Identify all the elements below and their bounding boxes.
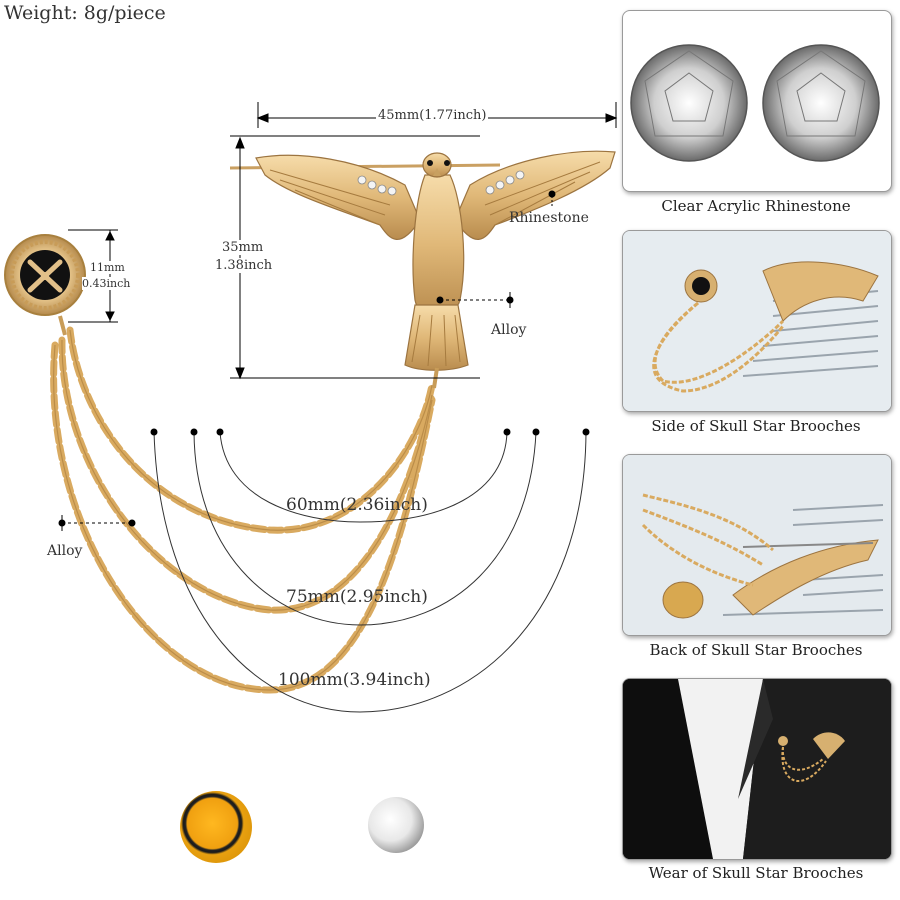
rhinestone-image <box>630 44 880 162</box>
alloy-chain-label: Alloy <box>47 543 83 559</box>
material-pointers <box>58 190 556 531</box>
rhinestone-caption: Clear Acrylic Rhinestone <box>661 197 851 215</box>
chain-medium <box>58 336 436 614</box>
back-view-image <box>623 455 891 635</box>
star-badge <box>4 234 86 316</box>
wear-caption: Wear of Skull Star Brooches <box>648 864 864 882</box>
gold-color-option[interactable] <box>180 791 252 863</box>
rhinestone-panel <box>622 10 892 192</box>
chain-length-100: 100mm(3.94inch) <box>278 670 431 690</box>
weight-label: Weight: 8g/piece <box>4 2 166 24</box>
length-arcs <box>153 431 587 713</box>
side-view-image <box>623 231 891 411</box>
rhinestone-label: Rhinestone <box>509 210 589 226</box>
back-panel <box>622 454 892 636</box>
bird-brooch <box>229 150 616 389</box>
product-illustration <box>4 102 618 713</box>
height-in-label: 1.38inch <box>215 258 273 273</box>
chain-long <box>50 341 436 694</box>
chain-length-60: 60mm(2.36inch) <box>286 495 428 515</box>
back-caption: Back of Skull Star Brooches <box>649 641 863 659</box>
silver-color-option[interactable] <box>368 797 424 853</box>
wear-panel <box>622 678 892 860</box>
chain-length-75: 75mm(2.95inch) <box>286 587 428 607</box>
badge-mm-label: 11mm <box>90 261 125 274</box>
badge-in-label: 0.43inch <box>82 277 131 290</box>
wear-view-image <box>623 679 891 859</box>
dimension-lines <box>68 102 618 380</box>
side-caption: Side of Skull Star Brooches <box>651 417 861 435</box>
alloy-bird-label: Alloy <box>491 322 527 338</box>
side-panel <box>622 230 892 412</box>
width-label: 45mm(1.77inch) <box>376 108 489 123</box>
height-mm-label: 35mm <box>222 240 264 255</box>
